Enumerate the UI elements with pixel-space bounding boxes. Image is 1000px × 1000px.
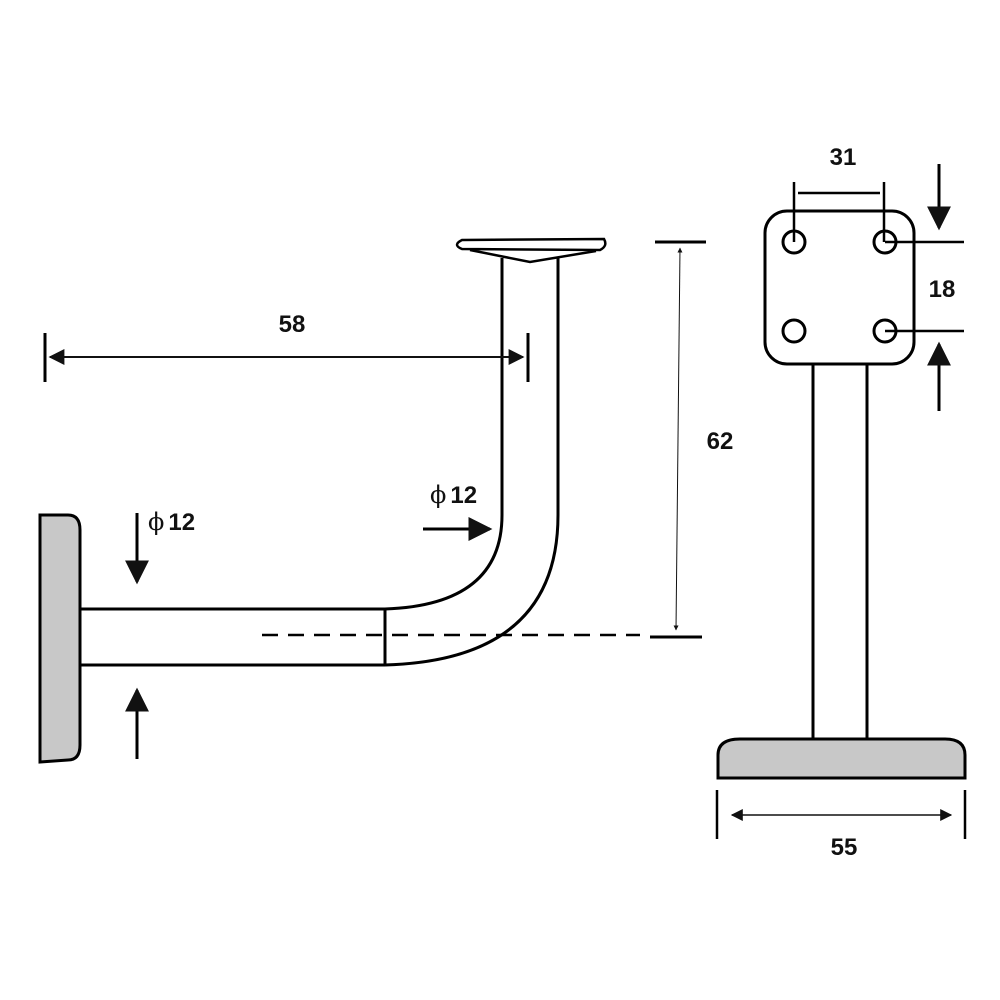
base-plate (716, 737, 967, 780)
dim-31-label: 31 (830, 144, 857, 171)
front-view: 31 18 55 (715, 144, 967, 861)
dim-18-label: 18 (929, 276, 956, 303)
mounting-hole (781, 318, 807, 344)
dim-62-label: 62 (707, 428, 734, 455)
dim-62-line (673, 247, 683, 631)
dim-58-label: 58 (279, 311, 306, 338)
rod-bend-outer (384, 258, 560, 667)
rail-saddle (455, 237, 607, 252)
rod-bend-inner (384, 258, 504, 611)
wall-plate (38, 513, 82, 764)
dim-55-label: 55 (831, 834, 858, 861)
